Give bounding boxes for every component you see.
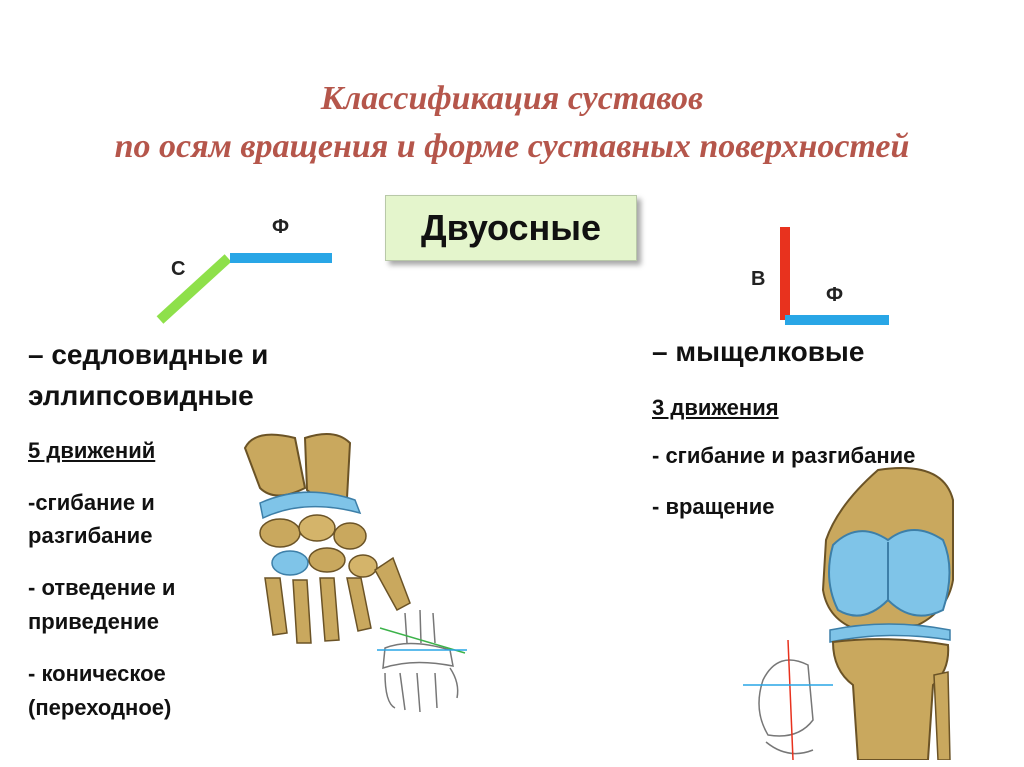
- condylar-movement-count: 3 движения: [652, 395, 779, 420]
- biaxial-badge: Двуосные: [385, 195, 637, 261]
- wrist-joint-illustration: [243, 433, 467, 713]
- sagittal-axis-line: [156, 254, 232, 324]
- axis-label-f-right: Ф: [826, 284, 844, 306]
- axis-label-c: С: [171, 258, 186, 280]
- knee-joint-illustration: [743, 467, 954, 760]
- saddle-item: приведение: [28, 609, 159, 634]
- page-title-line2: по осям вращения и форме суставных повер…: [114, 128, 910, 165]
- axis-label-f-left: Ф: [272, 216, 290, 238]
- axis-label-v: В: [751, 268, 766, 290]
- saddle-item: - отведение и: [28, 575, 176, 600]
- saddle-axes-diagram: [156, 253, 332, 324]
- condylar-axes-diagram: [780, 227, 889, 325]
- condylar-item: - вращение: [652, 494, 775, 519]
- condylar-item: - сгибание и разгибание: [652, 443, 916, 468]
- condylar-heading: – мыщелковые: [652, 336, 865, 367]
- saddle-item: разгибание: [28, 523, 153, 548]
- saddle-heading-line2: эллипсовидные: [28, 380, 254, 411]
- saddle-item: (переходное): [28, 695, 172, 720]
- saddle-item: - коническое: [28, 661, 166, 686]
- page-title-line1: Классификация суставов: [320, 80, 704, 117]
- saddle-movement-count: 5 движений: [28, 438, 156, 463]
- saddle-heading-line1: – седловидные и: [28, 339, 269, 370]
- saddle-item: -сгибание и: [28, 490, 155, 515]
